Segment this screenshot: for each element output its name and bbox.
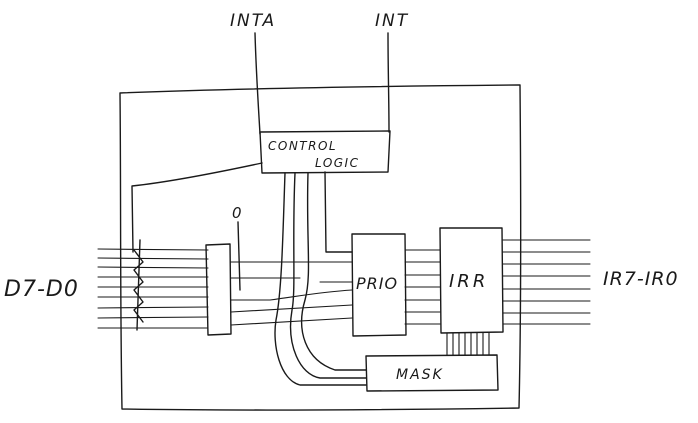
prio-block: [351, 233, 407, 337]
control-logic-box: [259, 130, 391, 174]
irr-label: IRR: [449, 271, 488, 292]
control-bundle-3: [301, 172, 367, 371]
chip-outline: [119, 84, 522, 411]
zero-label: 0: [232, 204, 242, 222]
bus-buffer-block: [205, 243, 232, 336]
irr-mask-lines: [446, 332, 490, 356]
inta-label: INTA: [230, 11, 276, 31]
mask-block: [365, 354, 499, 392]
int-label: INT: [375, 11, 409, 31]
irr-block: [439, 227, 504, 334]
internal-bus-lines: [230, 261, 353, 326]
control-label: CONTROL: [268, 139, 337, 153]
data-bus-label: D7-D0: [4, 277, 79, 302]
prio-label: PRIO: [356, 274, 398, 293]
control-bundle-1: [274, 172, 367, 386]
control-to-prio-line: [324, 171, 353, 253]
mask-label: MASK: [396, 367, 444, 383]
zero-output-line: [237, 221, 241, 291]
bus-driver-marks: [133, 239, 144, 331]
control-to-bus-line: [131, 162, 263, 253]
control-bundle-2: [289, 172, 367, 379]
logic-label: LOGIC: [315, 156, 359, 170]
int-line: [387, 32, 390, 133]
inta-line: [254, 32, 261, 135]
ir-input-lines: [502, 239, 591, 325]
ir-lines-label: IR7-IR0: [603, 268, 679, 290]
data-bus-lines: [97, 248, 209, 329]
prio-irr-lines: [404, 249, 441, 325]
